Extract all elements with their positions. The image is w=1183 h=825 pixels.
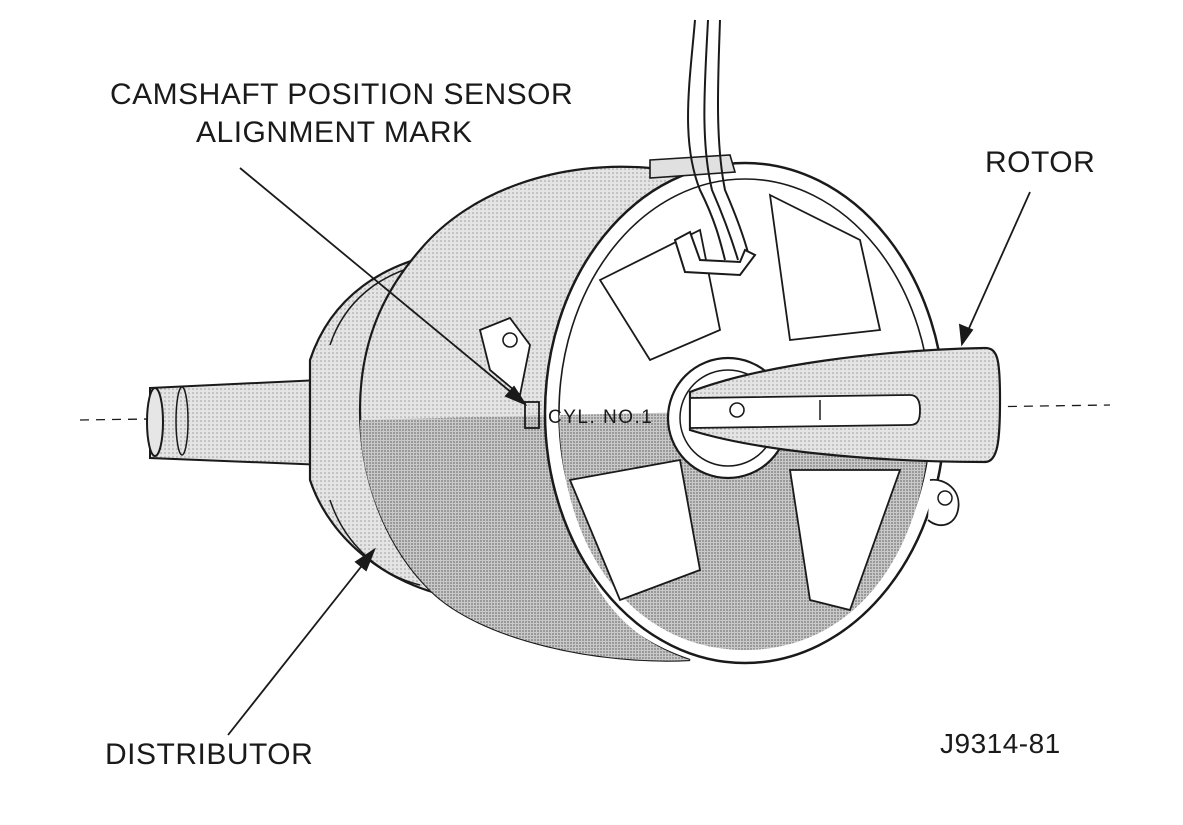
camshaft-sensor-label-line2: ALIGNMENT MARK bbox=[196, 116, 473, 149]
rotor-arrowhead bbox=[958, 323, 974, 347]
figure-code: J9314-81 bbox=[940, 728, 1061, 759]
camshaft-mark-arrowhead bbox=[504, 385, 528, 406]
distributor-housing bbox=[308, 165, 704, 662]
rotor-body bbox=[688, 346, 1002, 464]
cyl-no1-mark-text: CYL. NO.1 bbox=[548, 407, 653, 428]
leader-arrows bbox=[227, 167, 1031, 736]
distributor-leader bbox=[227, 557, 369, 736]
distributor-arrowhead bbox=[354, 547, 376, 572]
camshaft-mark-leader bbox=[239, 167, 519, 399]
sensor-wires bbox=[673, 19, 757, 277]
camshaft-sensor-label-line1: CAMSHAFT POSITION SENSOR bbox=[110, 78, 574, 111]
distributor-shaft bbox=[146, 378, 327, 467]
distributor-label: DISTRIBUTOR bbox=[105, 738, 314, 771]
rotor-leader bbox=[965, 191, 1031, 336]
rotor-label: ROTOR bbox=[985, 146, 1096, 179]
